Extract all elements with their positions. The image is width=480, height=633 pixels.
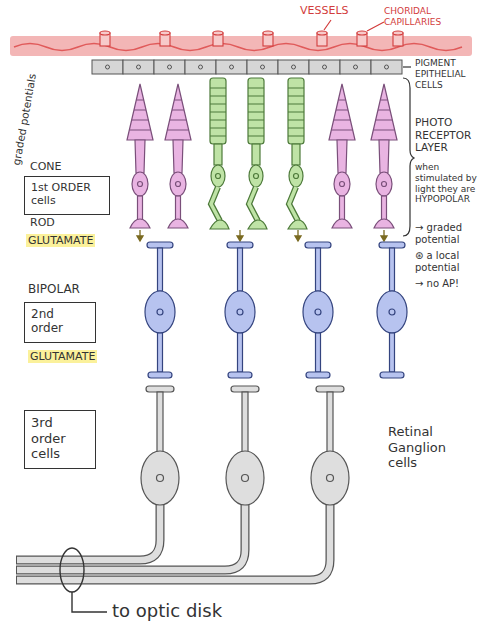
arrow-head: [381, 236, 387, 241]
cone-cell: [371, 84, 397, 228]
leader-line: [324, 20, 384, 31]
axon-outline: [16, 500, 160, 560]
text-label: to optic disk: [112, 600, 222, 622]
text-label: PHOTO RECEPTOR LAYER: [415, 116, 477, 154]
axon: [17, 500, 330, 580]
text-label: BIPOLAR: [28, 282, 80, 296]
vessel-top: [213, 31, 223, 35]
pigment-cell: [216, 60, 247, 74]
vessel-top: [100, 31, 110, 35]
layer-bracket: [403, 78, 414, 236]
bipolar-cell: [145, 242, 175, 378]
text-label: ROD: [30, 216, 55, 229]
cone-cell: [165, 84, 191, 228]
rod-cell: [248, 78, 267, 229]
leader-line: [403, 66, 411, 67]
text-label: GLUTAMATE: [28, 350, 97, 363]
bipolar-cell: [303, 242, 333, 378]
axon-outline: [16, 500, 330, 580]
leader-line: [72, 592, 107, 612]
vessels: [100, 31, 403, 46]
vessel-top: [393, 31, 403, 35]
box-text: 2nd order: [31, 307, 87, 336]
pigment-cell: [309, 60, 340, 74]
pigment-cell: [185, 60, 216, 74]
rod-cell: [288, 78, 307, 229]
text-label: graded potentials: [10, 73, 39, 167]
ganglion-cell: [311, 386, 349, 505]
vessel-top: [317, 31, 327, 35]
pigment-cell: [247, 60, 278, 74]
ganglion-axons: [16, 500, 330, 580]
text-label: when stimulated by light they are HYPOPO…: [415, 162, 477, 205]
pigment-cell: [278, 60, 309, 74]
text-label: CONE: [30, 160, 62, 173]
ganglion-cell: [141, 386, 179, 505]
bipolar-cell: [225, 242, 255, 378]
box-text: 3rd order cells: [31, 415, 87, 462]
axon-outline: [16, 500, 245, 570]
text-label: GLUTAMATE: [26, 234, 95, 247]
text-label: → graded potential: [415, 222, 477, 246]
order-box: 3rd order cells: [24, 410, 96, 469]
vessel-top: [160, 31, 170, 35]
cone-cell: [329, 84, 355, 228]
vessel-top: [263, 31, 273, 35]
axon: [17, 500, 160, 560]
text-label: VESSELS: [300, 4, 349, 17]
text-label: PIGMENT EPITHELIAL CELLS: [415, 58, 477, 90]
pigment-cell: [154, 60, 185, 74]
order-box: 2nd order: [24, 302, 96, 343]
pigment-cell: [123, 60, 154, 74]
text-label: Retinal Ganglion cells: [388, 424, 476, 471]
vessel-top: [357, 31, 367, 35]
glutamate-arrows: [137, 230, 387, 241]
arrow-head: [295, 236, 301, 241]
cone-cell: [127, 84, 153, 228]
text-label: ⊛ a local potential: [415, 250, 477, 274]
axon: [17, 500, 245, 570]
pigment-cell: [340, 60, 371, 74]
order-box: 1st ORDER cells: [24, 176, 110, 215]
pigment-cell: [92, 60, 123, 74]
arrow-head: [237, 236, 243, 241]
bipolar-cell: [377, 242, 407, 378]
pigment-cell: [371, 60, 402, 74]
arrow-head: [137, 236, 143, 241]
optic-nerve-circle: [60, 548, 84, 592]
box-text: 1st ORDER cells: [31, 181, 101, 207]
text-label: CHORIDAL CAPILLARIES: [384, 6, 474, 28]
ganglion-cell: [226, 386, 264, 505]
text-label: → no AP!: [415, 278, 477, 290]
rod-cell: [210, 78, 229, 229]
